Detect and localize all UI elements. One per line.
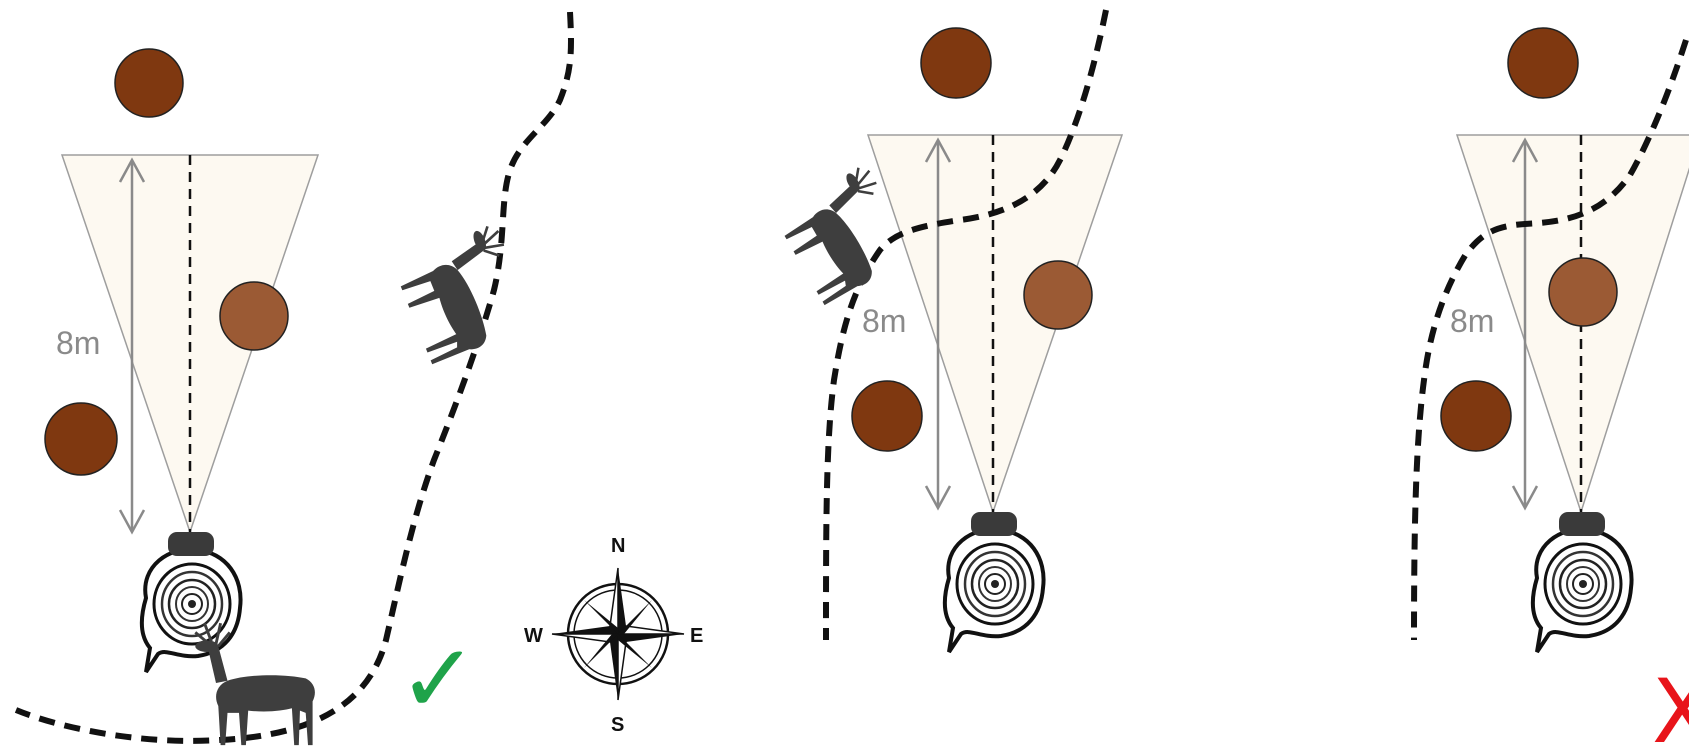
deer-icon	[390, 221, 538, 368]
compass-rose-icon: N S E W	[524, 535, 703, 736]
distance-label: 8m	[56, 325, 100, 361]
compass-east-label: E	[690, 625, 703, 647]
animal-trail	[1411, 39, 1689, 641]
tree-icon	[851, 380, 923, 452]
tree-icon	[219, 281, 289, 351]
cross-icon: X	[1652, 660, 1689, 750]
distance-arrow	[924, 137, 952, 511]
tree-icon	[44, 402, 118, 476]
tree-icon	[920, 27, 992, 99]
camera-trap-stump-icon	[1530, 510, 1634, 654]
compass-north-label: N	[611, 535, 625, 557]
camera-trap-stump-icon	[942, 510, 1046, 654]
tree-icon	[1507, 27, 1579, 99]
panel-1: 8m ✓ N S E W	[14, 11, 703, 747]
checkmark-icon: ✓	[398, 623, 478, 735]
panel-3: 8m X	[1411, 27, 1689, 750]
tree-icon	[1440, 380, 1512, 452]
panel-2: 8m	[772, 9, 1124, 654]
camera-trap-stump-icon	[139, 530, 243, 674]
animal-trail	[823, 9, 1109, 641]
distance-label: 8m	[862, 303, 906, 339]
distance-arrow	[1511, 137, 1539, 511]
deer-icon	[193, 621, 317, 747]
animal-trail	[14, 11, 574, 744]
distance-arrow	[118, 157, 146, 535]
tree-icon	[114, 48, 184, 118]
distance-label: 8m	[1450, 303, 1494, 339]
tree-icon	[1548, 257, 1618, 327]
tree-icon	[1023, 260, 1093, 330]
compass-west-label: W	[524, 625, 543, 647]
compass-south-label: S	[611, 714, 624, 736]
